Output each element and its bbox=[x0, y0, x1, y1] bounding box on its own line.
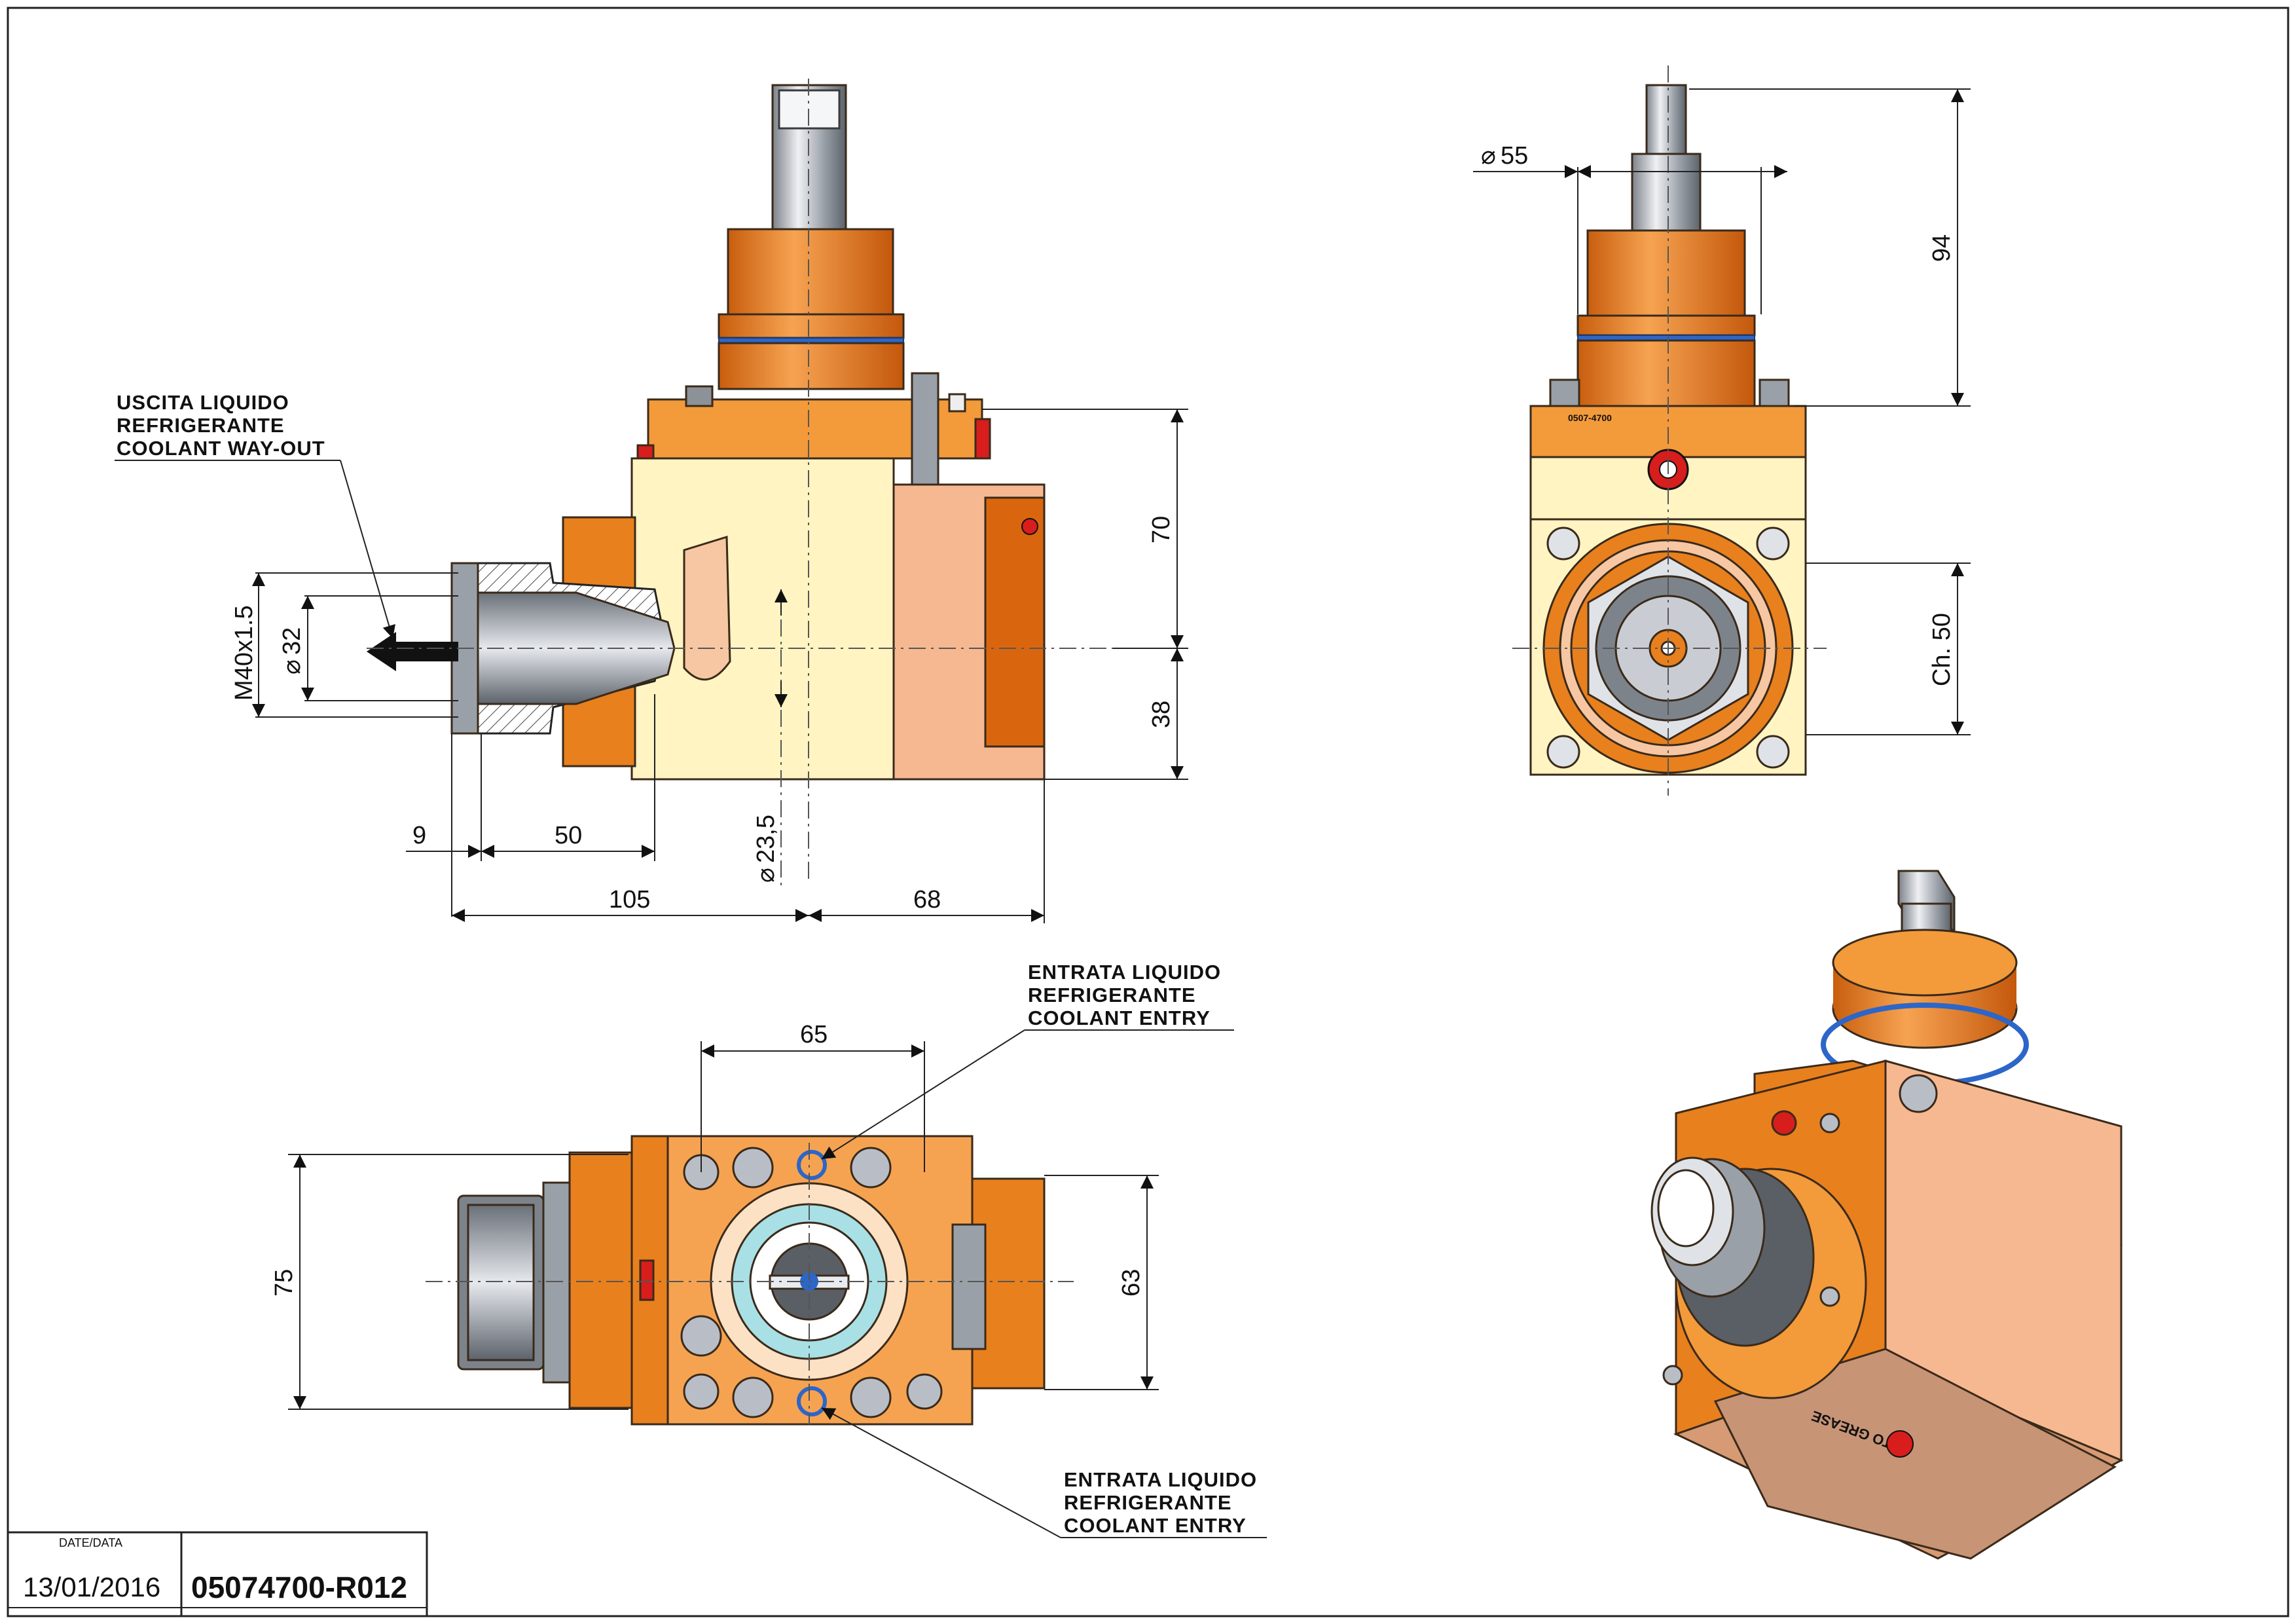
top-view-bolt bbox=[683, 1373, 720, 1410]
dim-dia-32: 32 bbox=[278, 627, 306, 655]
top-view-coolant-port-top bbox=[797, 1150, 827, 1180]
dim-105: 105 bbox=[609, 886, 650, 913]
svg-text:⌀: ⌀ bbox=[278, 659, 306, 674]
isometric-grease-plug bbox=[1886, 1430, 1914, 1458]
dim-50-side: 50 bbox=[555, 822, 582, 849]
dim-65: 65 bbox=[800, 1021, 828, 1048]
side-view-collet bbox=[470, 591, 676, 705]
svg-text:COOLANT ENTRY: COOLANT ENTRY bbox=[1064, 1514, 1247, 1537]
coolant-out-arrow bbox=[367, 632, 458, 671]
plate-code: 0507-4700 bbox=[1568, 413, 1612, 423]
dim-75: 75 bbox=[270, 1269, 298, 1297]
label-coolant-in-bottom: ENTRATA LIQUIDO REFRIGERANTE COOLANT ENT… bbox=[821, 1407, 1267, 1538]
svg-text:COOLANT WAY-OUT: COOLANT WAY-OUT bbox=[117, 437, 325, 460]
top-view-bolt bbox=[850, 1147, 892, 1189]
title-block-date: 13/01/2016 bbox=[23, 1572, 160, 1602]
dim-68: 68 bbox=[913, 886, 941, 913]
dim-dia-55: 55 bbox=[1501, 142, 1528, 170]
dim-94: 94 bbox=[1928, 234, 1956, 262]
svg-text:REFRIGERANTE: REFRIGERANTE bbox=[1064, 1491, 1232, 1514]
side-view-main-body bbox=[630, 457, 895, 781]
end-view: 0507-4700 bbox=[1512, 65, 1827, 796]
svg-text:REFRIGERANTE: REFRIGERANTE bbox=[117, 414, 285, 437]
dim-ch-50: Ch. 50 bbox=[1928, 613, 1956, 686]
label-coolant-out: USCITA LIQUIDO REFRIGERANTE COOLANT WAY-… bbox=[115, 391, 395, 639]
top-view bbox=[426, 1135, 1074, 1426]
label-coolant-in-top: ENTRATA LIQUIDO REFRIGERANTE COOLANT ENT… bbox=[821, 961, 1234, 1160]
side-view-dimensions: M40x1.5 ⌀ 32 9 50 105 68 ⌀ 23,5 70 38 bbox=[230, 409, 1188, 923]
end-view-bolt bbox=[1756, 735, 1790, 769]
svg-text:ENTRATA LIQUIDO: ENTRATA LIQUIDO bbox=[1028, 961, 1221, 984]
plug-red-right bbox=[974, 418, 991, 460]
svg-text:USCITA LIQUIDO: USCITA LIQUIDO bbox=[117, 391, 289, 414]
isometric-view: TO GREASE bbox=[1650, 870, 2124, 1560]
dim-63: 63 bbox=[1118, 1269, 1145, 1297]
dim-dia-23-5: 23,5 bbox=[752, 815, 780, 863]
svg-text:⌀: ⌀ bbox=[752, 868, 780, 883]
title-block-code: 05074700-R012 bbox=[191, 1570, 407, 1604]
svg-text:⌀: ⌀ bbox=[1481, 142, 1496, 170]
end-view-upper-housing bbox=[1586, 229, 1746, 317]
top-view-bolt bbox=[680, 1315, 722, 1357]
top-view-bolt bbox=[850, 1376, 892, 1418]
top-view-bolt bbox=[906, 1373, 943, 1410]
title-block: DATE/DATA 13/01/2016 05074700-R012 bbox=[7, 1531, 428, 1617]
svg-text:COOLANT ENTRY: COOLANT ENTRY bbox=[1028, 1006, 1211, 1029]
isometric-bottom-face bbox=[1713, 1348, 2117, 1560]
sheet-border bbox=[7, 7, 2289, 1617]
dim-thread: M40x1.5 bbox=[230, 605, 258, 701]
top-view-coolant-port-bottom bbox=[797, 1386, 827, 1416]
end-view-dimensions: ⌀ 55 94 Ch. 50 bbox=[1473, 88, 1971, 735]
side-view bbox=[367, 79, 1113, 891]
dim-38: 38 bbox=[1148, 701, 1175, 728]
top-view-bolt bbox=[732, 1147, 774, 1189]
svg-text:REFRIGERANTE: REFRIGERANTE bbox=[1028, 984, 1196, 1006]
dim-70: 70 bbox=[1148, 516, 1175, 544]
top-view-dimensions: 65 75 63 bbox=[270, 1021, 1159, 1410]
end-view-bolt bbox=[1756, 526, 1790, 561]
top-view-bolt bbox=[732, 1376, 774, 1418]
end-view-bolt bbox=[1546, 735, 1580, 769]
side-view-upper-housing bbox=[727, 228, 894, 316]
dim-9: 9 bbox=[412, 822, 426, 849]
svg-text:ENTRATA LIQUIDO: ENTRATA LIQUIDO bbox=[1064, 1468, 1257, 1491]
title-block-date-header: DATE/DATA bbox=[59, 1536, 122, 1549]
end-view-bolt bbox=[1546, 526, 1580, 561]
